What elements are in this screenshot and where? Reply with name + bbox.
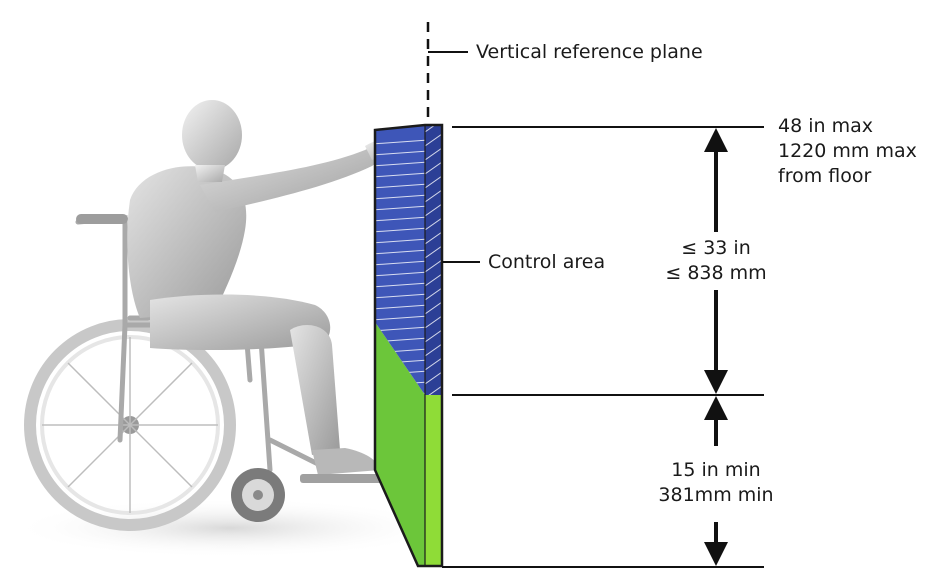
top-height-line-2: 1220 mm max [778,140,917,162]
control-area-stripe [375,139,425,145]
arrowhead-down-floor [704,542,728,566]
control-area-side-stripe [425,245,442,259]
control-area-side-stripe [425,315,442,329]
lower-leg [290,325,340,455]
control-area-side-stripe [425,175,442,189]
control-area-side-stripe [425,147,442,161]
top-height-line-1: 48 in max [778,115,873,137]
control-area-stripe [375,183,425,189]
rear-wheel [24,319,236,531]
control-area-stripe [375,326,425,332]
control-area-side-stripe [425,231,442,245]
reaching-arm [200,140,392,212]
control-area-front [375,125,425,395]
control-area-stripe [375,205,425,211]
control-area-side-stripe [425,161,442,175]
control-area-side-stripe [425,287,442,301]
bottom-height-line-2: 381mm min [658,484,774,506]
control-area-stripe [375,227,425,233]
control-area-stripe [375,249,425,255]
arrowhead-down-middle [704,370,728,394]
control-area-side-stripe [425,343,442,357]
control-area-side-stripe [425,371,442,385]
top-height-label: 48 in max 1220 mm max from floor [778,114,917,189]
control-area-stripe [375,238,425,244]
control-area-stripe [375,216,425,222]
front-caster [231,468,285,522]
person-in-wheelchair-illustration [24,100,402,531]
control-area-stripe [375,194,425,200]
control-range-line-2: ≤ 838 mm [665,262,767,284]
control-area-side-stripe [425,203,442,217]
control-area-side-stripes [425,125,442,395]
control-range-line-1: ≤ 33 in [681,237,751,259]
control-area-side-stripe [425,357,442,371]
control-area-label: Control area [488,251,606,273]
top-height-line-3: from floor [778,165,872,187]
lower-zone-front [375,322,425,566]
push-handle [76,214,128,224]
arrowhead-up-top [704,128,728,152]
wall-panel [373,123,444,568]
control-area-side-stripe [425,273,442,287]
foot [312,448,380,475]
foot-rest [300,474,385,483]
bottom-height-label: 15 in min 381mm min [650,458,782,508]
control-area-side-stripe [425,133,442,147]
thigh [150,294,331,350]
control-area-side-stripe [425,329,442,343]
control-area-side-stripe [425,189,442,203]
control-area-stripe [375,150,425,156]
control-area-stripe [375,304,425,310]
control-area-side-stripe [425,217,442,231]
control-area-stripe [375,293,425,299]
control-area-stripe [375,260,425,266]
neck [195,165,225,182]
control-area-stripe [375,282,425,288]
reference-plane-label: Vertical reference plane [476,41,703,63]
bottom-height-line-1: 15 in min [671,459,761,481]
control-area-stripe [375,161,425,167]
control-area-stripe [375,315,425,321]
lower-zone-side [425,395,442,566]
dimension-arrowheads [704,128,728,566]
control-area-stripes [375,139,425,395]
head [182,100,242,170]
control-area-side-stripe [425,385,442,395]
arrowhead-up-middle [704,396,728,420]
control-area-stripe [375,271,425,277]
control-area-side-stripe [425,259,442,273]
control-area-side-stripe [425,301,442,315]
control-range-label: ≤ 33 in ≤ 838 mm [650,236,782,286]
control-area-stripe [375,172,425,178]
dimension-lines [426,22,764,568]
